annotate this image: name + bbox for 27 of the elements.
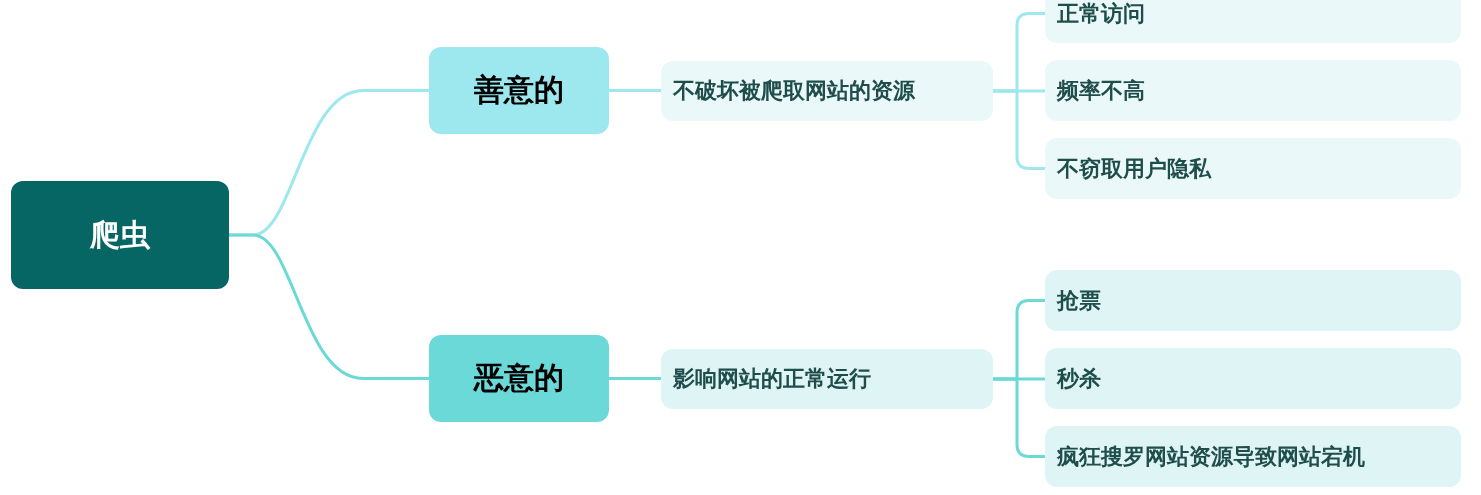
main-topic-box [429, 335, 609, 422]
leaf-topic-box [1045, 348, 1461, 409]
connector-line [609, 377, 661, 380]
leaf-topic-box [1045, 426, 1461, 487]
leaf-topic-box [1045, 60, 1461, 121]
leaf-topic-box [1045, 270, 1461, 331]
topic-label: 秒杀 [1057, 364, 1101, 393]
subtopic-box [661, 349, 993, 409]
connector-line [993, 377, 1045, 458]
topic-label: 影响网站的正常运行 [673, 365, 871, 393]
topic-label: 善意的 [474, 71, 564, 109]
connector-line [609, 89, 661, 92]
topic-label: 不窃取用户隐私 [1057, 154, 1211, 183]
connector-line [993, 89, 1045, 170]
topic-label: 疯狂搜罗网站资源导致网站宕机 [1057, 442, 1365, 471]
leaf-topic-box [1045, 138, 1461, 199]
connector-line [229, 233, 429, 380]
main-topic-box [429, 47, 609, 134]
topic-label: 正常访问 [1057, 0, 1145, 28]
root-topic-box [11, 181, 229, 289]
topic-label: 频率不高 [1057, 76, 1145, 105]
topic-label: 不破坏被爬取网站的资源 [673, 77, 915, 105]
leaf-topic-box [1045, 0, 1461, 43]
topic-label: 爬虫 [90, 215, 150, 254]
topic-label: 抢票 [1057, 286, 1101, 315]
topic-label: 恶意的 [474, 359, 564, 397]
subtopic-box [661, 61, 993, 121]
